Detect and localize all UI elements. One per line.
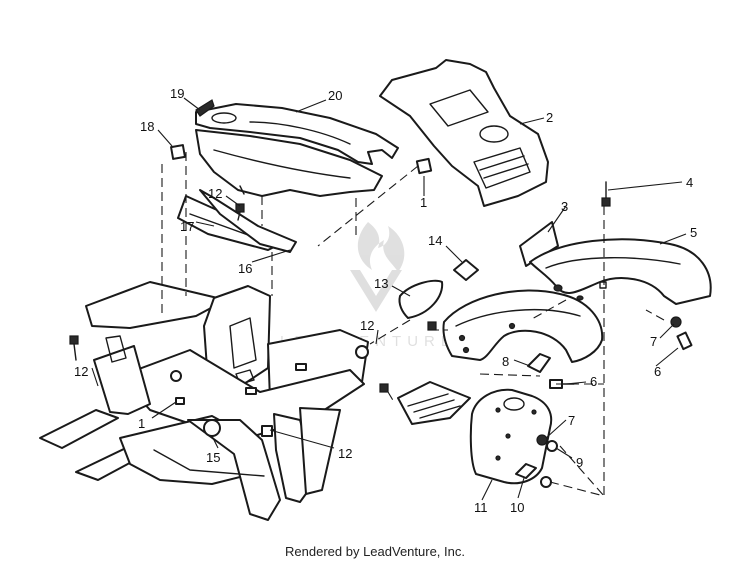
callout-6-right: 6 (654, 364, 661, 379)
callout-18: 18 (140, 119, 154, 134)
callout-10: 10 (510, 500, 524, 515)
callout-13: 13 (374, 276, 388, 291)
callout-7-right: 7 (650, 334, 657, 349)
callout-3: 3 (561, 199, 568, 214)
part-7-washer-lower (536, 434, 548, 446)
part-10-plate (515, 463, 537, 479)
callout-5: 5 (690, 225, 697, 240)
callout-7-lower: 7 (568, 413, 575, 428)
part-12-bolt-upper (235, 203, 245, 221)
callout-11: 11 (474, 500, 488, 515)
part-2-console (379, 59, 549, 207)
callout-8: 8 (502, 354, 509, 369)
part-3-decal (519, 221, 559, 267)
part-5-rear-fender (529, 238, 712, 305)
callout-14: 14 (428, 233, 442, 248)
rendered-by-footer: Rendered by LeadVenture, Inc. (285, 544, 465, 559)
part-16-bracket (199, 189, 297, 253)
callout-12-upper: 12 (208, 186, 222, 201)
frame (39, 281, 369, 521)
front-fender (442, 289, 604, 363)
callout-12-left: 12 (74, 364, 88, 379)
part-18-grommet (170, 144, 186, 160)
callout-2: 2 (546, 110, 553, 125)
callout-1-lower: 1 (138, 416, 145, 431)
part-4-bolt (601, 181, 611, 207)
callout-17: 17 (180, 219, 194, 234)
callout-4: 4 (686, 175, 693, 190)
callout-15: 15 (206, 450, 220, 465)
part-20-upper-panel (195, 103, 399, 165)
part-1-grommet-upper (415, 157, 433, 175)
callouts: 19 20 18 12 1 17 16 2 4 3 5 14 13 12 8 7… (74, 86, 697, 515)
callout-20: 20 (328, 88, 342, 103)
callout-6-mid: 6 (590, 374, 597, 389)
footrest (397, 381, 471, 425)
part-6-bolt-right (676, 331, 693, 351)
callout-12-lower: 12 (338, 446, 352, 461)
callout-12-mid: 12 (360, 318, 374, 333)
part-13-decal (398, 279, 444, 319)
callout-1-upper: 1 (420, 195, 427, 210)
callout-19: 19 (170, 86, 184, 101)
part-12-bolt-left (69, 335, 79, 361)
part-20-lower-shroud (195, 129, 383, 197)
callout-16: 16 (238, 261, 252, 276)
part-8-bracket (527, 353, 551, 373)
assembly-lines (161, 152, 665, 497)
leader-lines (91, 97, 687, 501)
callout-9: 9 (576, 455, 583, 470)
part-11-mud-flap (469, 388, 553, 485)
part-12-bolt-mid (379, 321, 437, 393)
part-14-decal (453, 259, 479, 281)
part-19-clip (195, 99, 215, 117)
